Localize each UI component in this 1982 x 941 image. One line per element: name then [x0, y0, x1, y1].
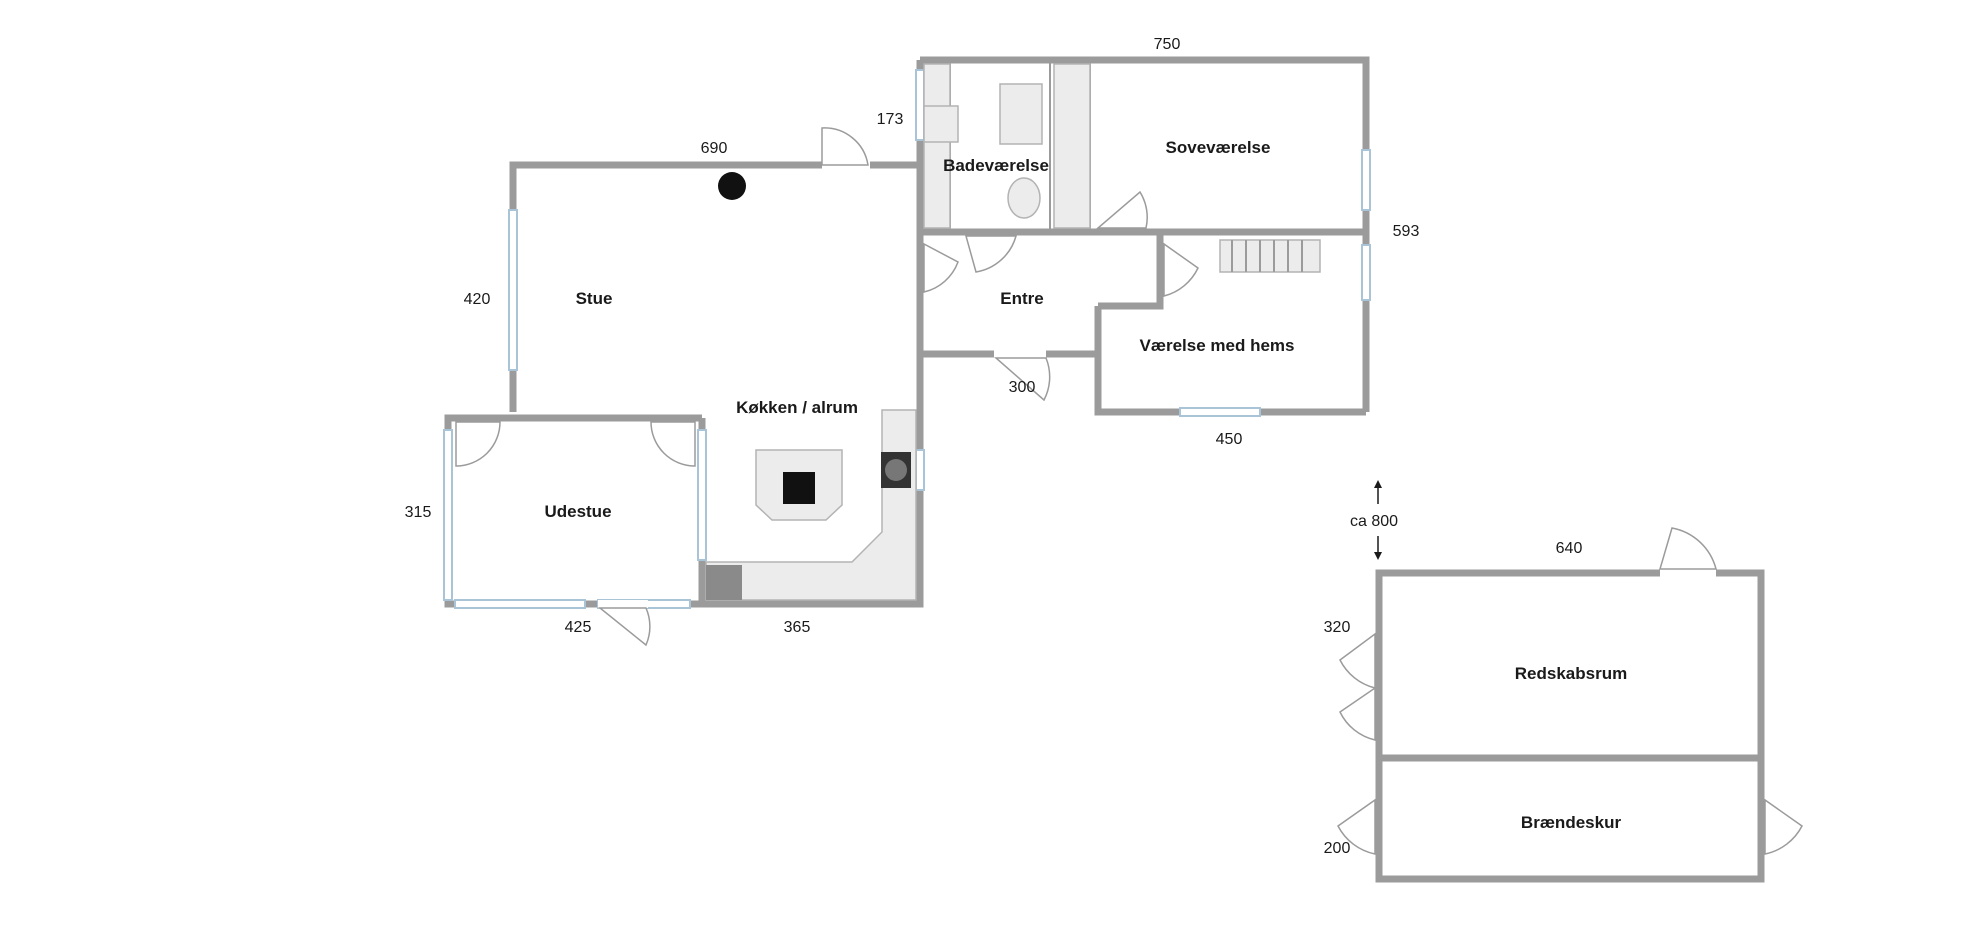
dimension-label: 315 — [405, 504, 432, 521]
door-swing — [1339, 632, 1376, 689]
room-label-badevaerelse: Badeværelse — [943, 156, 1049, 175]
door-swing — [1337, 798, 1376, 855]
door-swing — [1163, 242, 1199, 297]
door-swing — [965, 235, 1017, 273]
door-swing — [821, 127, 869, 166]
cooktop — [783, 472, 815, 504]
dimension-label: 173 — [877, 111, 904, 128]
stairs — [1219, 239, 1321, 273]
door-swing — [994, 357, 1051, 402]
door-swing — [1764, 798, 1803, 855]
fridge — [706, 565, 742, 600]
dimension-label: 593 — [1393, 223, 1420, 240]
room-label-braendeskur: Brændeskur — [1521, 813, 1622, 832]
door-swing — [1658, 527, 1717, 570]
room-label-sovevaerelse: Soveværelse — [1166, 138, 1271, 157]
dimension-label: 425 — [565, 619, 592, 636]
doors — [455, 127, 1199, 647]
door-swing — [650, 421, 696, 467]
wood-stove — [718, 172, 746, 200]
dimension-label: 640 — [1556, 540, 1583, 557]
room-label-redskabsrum: Redskabsrum — [1515, 664, 1627, 683]
door-swing — [1339, 686, 1376, 741]
room-label-vaerelse-hems: Værelse med hems — [1140, 336, 1295, 355]
distance-label: ca 800 — [1350, 513, 1398, 530]
dimension-label: 420 — [464, 291, 491, 308]
door-swing — [597, 607, 651, 647]
door-swing — [923, 242, 959, 293]
outbuilding-walls — [1375, 569, 1765, 883]
dimension-label: 450 — [1216, 431, 1243, 448]
bathroom-fixtures — [923, 63, 1091, 229]
outbuilding-doors — [1337, 527, 1803, 855]
room-label-entre: Entre — [1000, 289, 1043, 308]
room-label-udestue: Udestue — [544, 502, 611, 521]
distance-arrows — [1374, 480, 1382, 560]
kitchen-fixtures — [705, 409, 917, 601]
dimension-label: 690 — [701, 140, 728, 157]
door-swing — [455, 421, 501, 467]
dimension-label: 750 — [1154, 36, 1181, 53]
dimension-label: 300 — [1009, 379, 1036, 396]
dimension-label: 365 — [784, 619, 811, 636]
room-label-kokken: Køkken / alrum — [736, 398, 858, 417]
room-label-stue: Stue — [576, 289, 613, 308]
door-swing — [1095, 190, 1148, 229]
dimension-label: 320 — [1324, 619, 1351, 636]
dimension-label: 200 — [1324, 840, 1351, 857]
toilet — [1007, 177, 1041, 219]
